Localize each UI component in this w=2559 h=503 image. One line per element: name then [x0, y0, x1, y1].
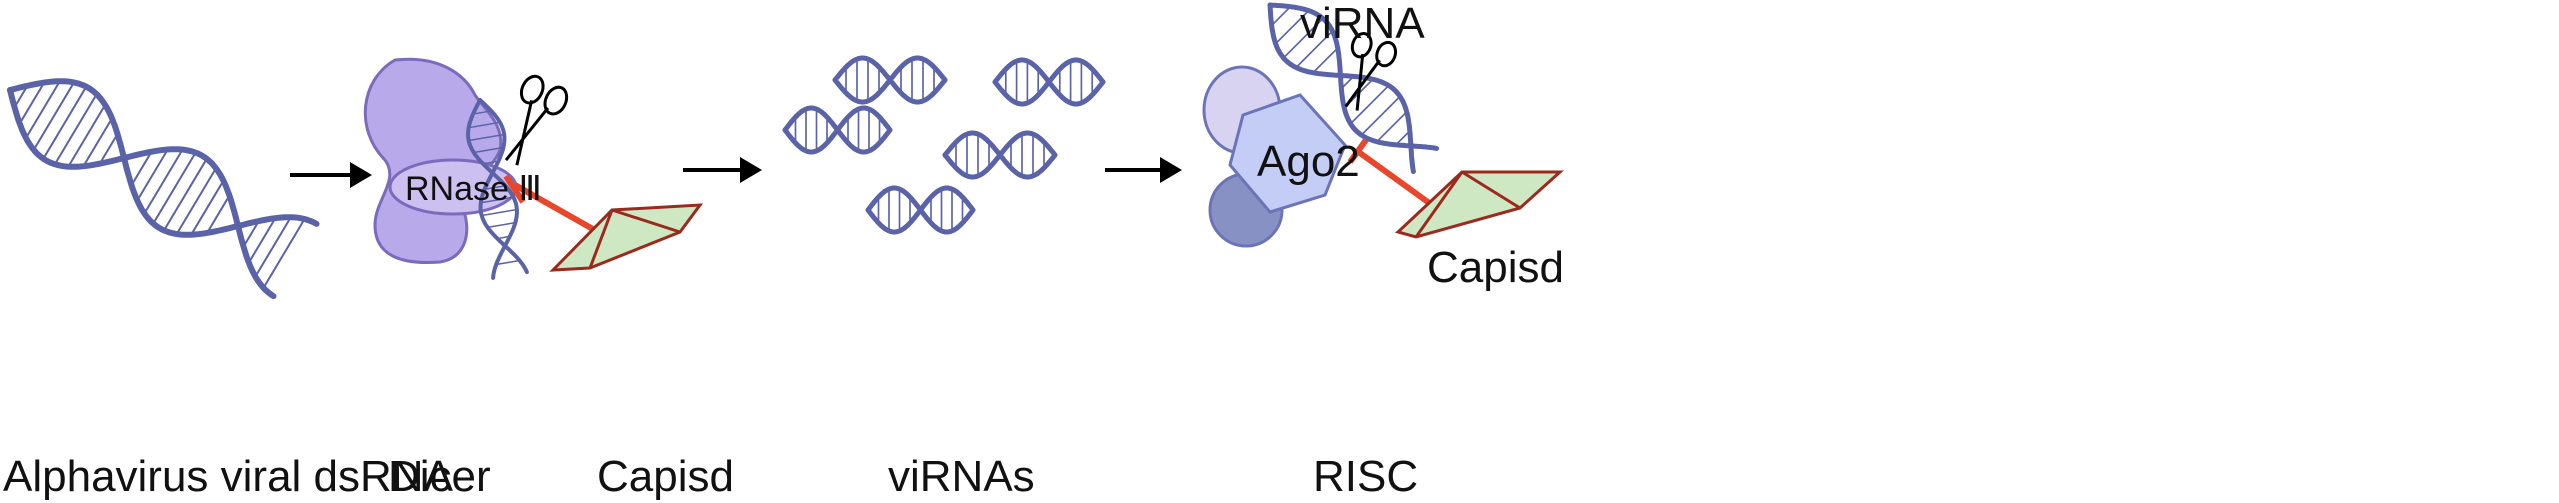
label-capsid-right: Capisd [1427, 243, 1564, 292]
base-pair-rung [190, 180, 225, 236]
arrow-1 [290, 162, 372, 188]
virna-duplex [865, 185, 976, 235]
base-pair-rung [482, 160, 499, 165]
base-pair-rung [152, 152, 197, 225]
base-pair-rung [143, 149, 184, 214]
base-pair-rung [1395, 130, 1411, 146]
base-pair-rung [1312, 47, 1339, 74]
virna-duplex [992, 57, 1106, 107]
base-pair-rung [1376, 111, 1408, 143]
base-pair-rung [472, 110, 492, 115]
base-pair-rung [262, 218, 306, 289]
inhibition-line-risc [1347, 138, 1434, 208]
base-pair-rung [254, 216, 292, 278]
rna-strand-b [782, 105, 893, 155]
scissors-icon [1344, 31, 1398, 111]
label-dicer: Dicer [388, 452, 491, 501]
base-pair-rung [242, 220, 260, 248]
base-pair-rung [1295, 30, 1334, 69]
base-pair-rung [1275, 10, 1310, 45]
label-rnase: RNase Ⅲ [405, 170, 542, 208]
virna-duplex [942, 130, 1058, 180]
rna-strand-b [865, 185, 976, 235]
base-pair-rung [163, 158, 208, 231]
inhibition-line-dicer [503, 174, 609, 240]
virna-duplex [782, 105, 893, 155]
label-capsid-left: Capisd [597, 452, 734, 501]
base-pair-rung [247, 217, 277, 264]
label-dsrna: Alphavirus viral dsRNA [3, 452, 453, 501]
base-pair-rung [1360, 95, 1401, 136]
base-pair-rung [42, 86, 88, 160]
label-virnas: viRNAs [888, 452, 1035, 501]
rna-strand-b [992, 57, 1106, 107]
base-pair-rung [54, 93, 98, 165]
base-pair-rung [1349, 84, 1390, 125]
base-pair-rung [67, 104, 107, 168]
label-risc: RISC [1313, 452, 1419, 501]
ago2-protein [1228, 93, 1347, 214]
base-pair-rung [1282, 17, 1324, 59]
capsid-right [1395, 170, 1564, 239]
base-pair-rung [468, 121, 501, 129]
base-pair-rung [480, 196, 514, 204]
label-ago2: Ago2 [1257, 137, 1360, 186]
label-virna: viRNA [1300, 0, 1425, 48]
arrow-2 [683, 157, 762, 183]
rna-strand-b [942, 130, 1058, 180]
rna-strand-b [7, 78, 320, 238]
base-pair-rung [13, 85, 29, 108]
base-pair-rung [468, 133, 505, 142]
base-pair-rung [473, 146, 504, 154]
base-pair-rung [481, 208, 517, 217]
capsid-left [549, 203, 704, 272]
virna-duplex [832, 55, 948, 105]
rna-strand-b [832, 55, 948, 105]
rna-strand-a [7, 87, 277, 300]
dicer-bound-rna [466, 98, 529, 280]
base-pair-rung [98, 133, 119, 165]
base-pair-rung [496, 259, 520, 266]
risc-complex [1202, 2, 1564, 248]
rna-strand-b [478, 98, 529, 275]
base-pair-rung [25, 80, 61, 139]
dicer-complex [363, 57, 704, 280]
dsrna-helix [7, 78, 320, 300]
rna-strand-a [1267, 2, 1416, 175]
arrow-3 [1105, 157, 1182, 183]
base-pair-rung [175, 167, 217, 235]
scissors-icon [504, 74, 569, 166]
base-pair-rung [484, 184, 506, 191]
base-pair-rung [82, 117, 113, 167]
base-pair-rung [18, 82, 46, 125]
virna-duplexes [782, 55, 1106, 235]
base-pair-rung [206, 195, 231, 234]
base-pair-rung [136, 148, 169, 202]
base-pair-rung [130, 151, 153, 186]
base-pair-rung [32, 81, 75, 151]
virna-strand [1267, 2, 1440, 175]
rna-strand-b [1267, 2, 1440, 151]
base-pair-rung [487, 221, 516, 229]
base-pair-rung [1271, 6, 1292, 27]
